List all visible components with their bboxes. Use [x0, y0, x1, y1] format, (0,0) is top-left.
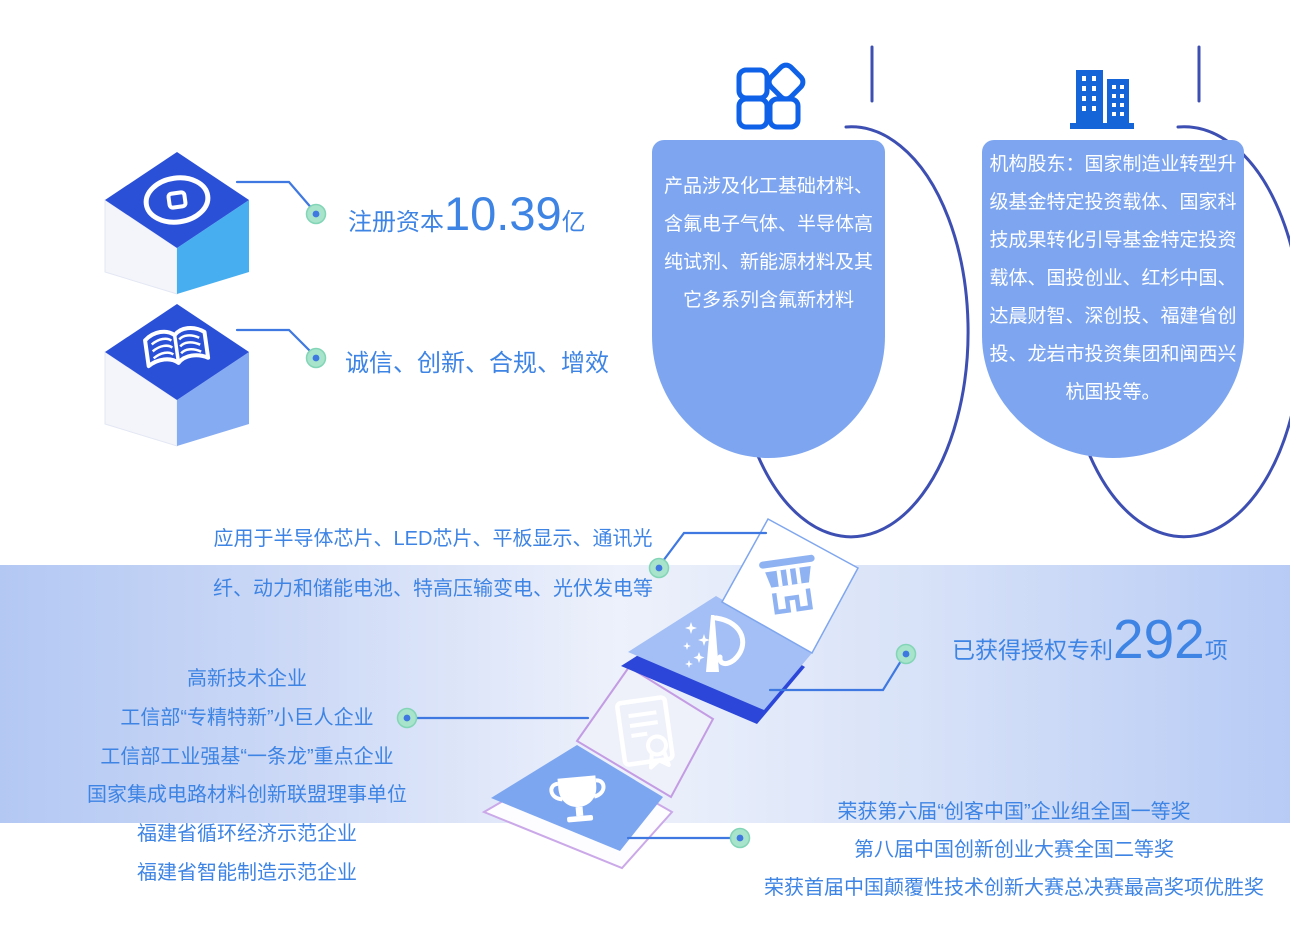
registered-capital-value: 10.39 [444, 187, 562, 240]
products-capsule-outline [756, 45, 970, 539]
honor-item: 福建省智能制造示范企业 [137, 861, 357, 884]
patents-connector [768, 654, 906, 692]
registered-capital-unit: 亿 [561, 209, 586, 236]
building-icon [1070, 70, 1134, 129]
honor-item: 高新技术企业 [187, 668, 307, 690]
company-motto: 诚信、创新、合规、增效 [345, 350, 609, 377]
honor-item: 工信部工业强基“一条龙”重点企业 [100, 745, 394, 768]
applications-dot [648, 557, 670, 579]
motto-dot [305, 347, 327, 369]
honor-item: 国家集成电路材料创新联盟理事单位 [87, 784, 407, 807]
storefront-icon [759, 554, 815, 615]
certificate-icon [615, 695, 675, 770]
diamond-stack [481, 517, 860, 870]
applications-connector [658, 531, 768, 567]
capital-cube [104, 152, 249, 295]
shareholders-card: 机构股东：国家制造业转型升级基金特定投资载体、国家科技成果转化引导基金特定投资载… [982, 140, 1244, 458]
award-item: 荣获第六届“创客中国”企业组全国一等奖 [837, 801, 1191, 823]
awards-dot [729, 827, 751, 849]
honor-item: 工信部“专精特新”小巨人企业 [120, 706, 374, 729]
motto-cube [104, 304, 249, 447]
storefront-panel [720, 517, 860, 655]
honors-list: 高新技术企业 工信部“专精特新”小巨人企业 工信部工业强基“一条龙”重点企业 国… [58, 660, 436, 893]
patents-label: 已获得授权专利 [952, 637, 1113, 663]
patents-dot [895, 643, 917, 665]
capital-dot [305, 203, 327, 225]
patents-unit: 项 [1204, 637, 1228, 663]
connector-dots [305, 203, 917, 849]
patent-panel [628, 596, 812, 710]
award-item: 第八届中国创新创业大赛全国二等奖 [854, 839, 1174, 861]
honor-item: 福建省循环经济示范企业 [137, 823, 357, 846]
applications-text: 应用于半导体芯片、LED芯片、平板显示、通讯光纤、动力和储能电池、特高压输变电、… [213, 528, 653, 600]
shareholders-capsule-outline [1088, 45, 1290, 539]
app-grid-icon [736, 62, 806, 130]
honors-dot [396, 707, 418, 729]
patents-value: 292 [1113, 608, 1205, 670]
patent-logo-icon [683, 615, 746, 672]
book-icon [143, 326, 211, 369]
connector-lines [235, 180, 906, 840]
patent-stars [683, 622, 710, 668]
coin-icon [143, 175, 211, 225]
awards-list: 荣获第六届“创客中国”企业组全国一等奖 第八届中国创新创业大赛全国二等奖 荣获首… [740, 793, 1288, 907]
motto-connector [235, 328, 316, 357]
registered-capital-label: 注册资本 [348, 209, 444, 236]
products-card: 产品涉及化工基础材料、含氟电子气体、半导体高纯试剂、新能源材料及其它多系列含氟新… [652, 140, 885, 458]
award-item: 荣获首届中国颠覆性技术创新大赛总决赛最高奖项优胜奖 [764, 877, 1264, 899]
capital-connector [235, 180, 316, 213]
trophy-icon [549, 775, 606, 823]
